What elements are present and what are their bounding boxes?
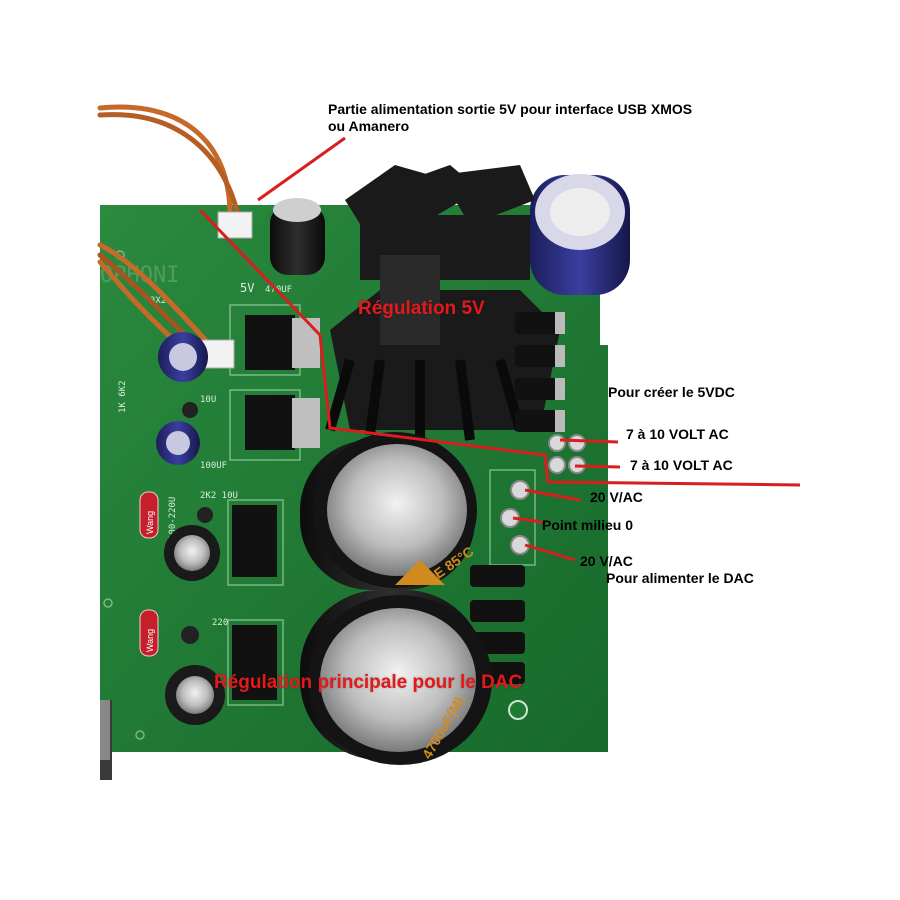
ac-input-2-label: 7 à 10 VOLT AC (630, 457, 733, 473)
red-indicator-lines (198, 136, 801, 562)
pcb-220-text: 220 (212, 618, 228, 628)
wang-badge-1-text: Wang (145, 511, 155, 534)
main-regulation-title: Régulation principale pour le DAC (214, 672, 523, 693)
pcb-100uf-text: 100UF (200, 461, 227, 471)
center-tap-label: Point milieu 0 (542, 517, 634, 533)
ac20-bottom-line (524, 543, 576, 562)
small-regulators (232, 315, 320, 700)
small-capacitors (156, 198, 355, 725)
usb-power-caption-line1: Partie alimentation sortie 5V pour inter… (328, 101, 693, 117)
ac-input-1-label: 7 à 10 VOLT AC (626, 426, 729, 442)
pcb-3x2-text: 3X2 (150, 296, 166, 306)
blue-capacitor (530, 174, 630, 295)
heatsink (325, 165, 560, 441)
usb-callout-line (257, 136, 346, 202)
regulation-5v-title: Régulation 5V (358, 298, 485, 319)
main-capacitor-bottom: 4700uF(M) (300, 590, 492, 765)
dac-supply-label: Pour alimenter le DAC (606, 570, 754, 586)
wang-badge-2-text: Wang (145, 629, 155, 652)
divider-line (198, 208, 801, 487)
wang-badges: Wang Wang (139, 491, 159, 657)
pcb-5v-text: 5V (240, 281, 254, 295)
create-5vdc-label: Pour créer le 5VDC (608, 384, 735, 400)
pcb-100-220-text: 100-220U (168, 497, 178, 540)
pcb-10u-text: 10U (200, 395, 216, 405)
main-capacitor-top: CE 85°C (300, 432, 477, 590)
center-tap-line (512, 516, 543, 524)
ac20-bottom-label: 20 V/AC (580, 553, 633, 569)
ac20-top-line (524, 488, 581, 502)
ac-input-2-line (574, 464, 621, 469)
pcb-2k2-text: 2K2 10U (200, 491, 238, 501)
pcb-1k-text: 1K 6K2 (118, 380, 128, 413)
ac20-top-label: 20 V/AC (590, 489, 643, 505)
ac-input-1-line (559, 438, 619, 444)
usb-power-caption-line2: ou Amanero (328, 118, 410, 134)
